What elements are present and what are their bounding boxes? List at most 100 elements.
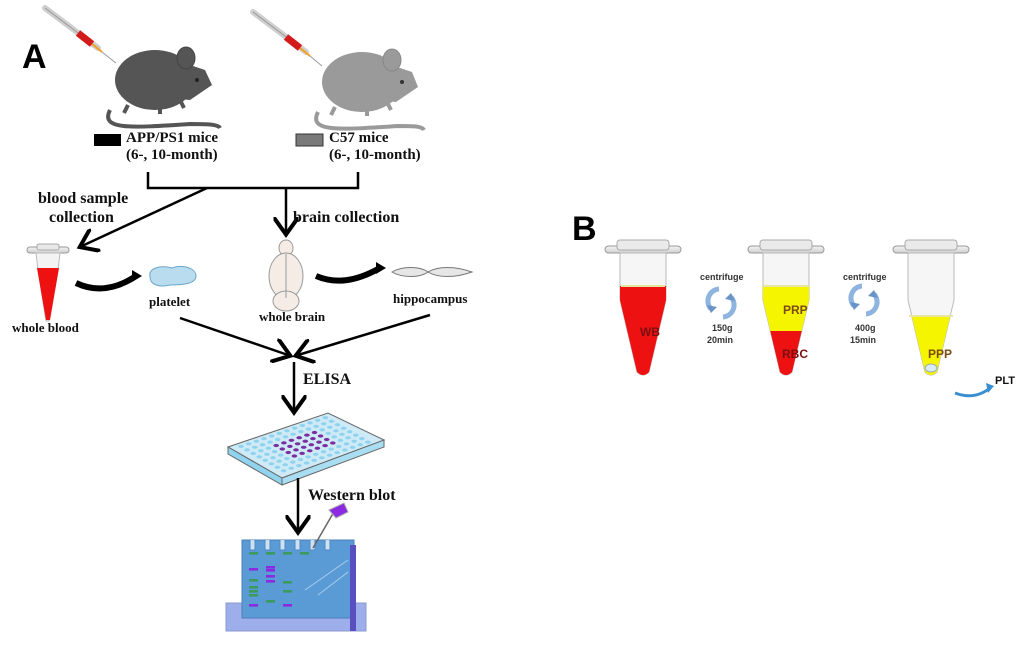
gel-band: [249, 568, 258, 571]
elisa-well-active: [281, 441, 287, 445]
elisa-well: [274, 465, 281, 469]
legend-swatch-app-ps1: [94, 134, 121, 146]
group-name-app-ps1: APP/PS1 mice: [126, 130, 219, 146]
tube-layer-ppp: PPP: [928, 347, 953, 361]
elisa-well: [331, 435, 338, 439]
centrifuge-icon: [705, 286, 737, 320]
panel-b-label: B: [572, 210, 597, 248]
elisa-plate-icon: [226, 412, 386, 486]
label-platelet: platelet: [149, 294, 191, 309]
elisa-well: [277, 453, 284, 457]
elisa-well-active: [291, 454, 298, 458]
step-blood-collection-line2: collection: [49, 209, 114, 226]
elisa-well-active: [316, 440, 322, 444]
elisa-well-active: [307, 449, 313, 453]
elisa-well-active: [308, 443, 315, 447]
centrifuge-label-1: centrifuge: [700, 272, 744, 282]
elisa-well-active: [273, 443, 280, 448]
step-brain-collection: brain collection: [293, 209, 400, 226]
gel-band: [283, 581, 292, 584]
brain-icon: [268, 239, 304, 312]
elisa-well: [262, 458, 269, 462]
elisa-well: [299, 423, 306, 428]
arrow-to-blood: [82, 186, 208, 246]
label-whole-brain: whole brain: [259, 309, 326, 324]
blood-tube-icon: [26, 243, 70, 322]
elisa-well: [311, 458, 318, 462]
elisa-well: [340, 426, 347, 430]
elisa-well-active: [288, 438, 295, 442]
elisa-well: [351, 439, 358, 443]
elisa-well: [282, 435, 289, 439]
elisa-well-active: [314, 446, 321, 450]
step-elisa: ELISA: [303, 371, 352, 388]
label-whole-blood: whole blood: [12, 320, 79, 335]
elisa-well: [290, 460, 296, 464]
elisa-well: [345, 436, 351, 440]
gel-band: [249, 604, 258, 607]
curved-arrow: [314, 265, 382, 284]
legend-swatch-c57: [295, 133, 324, 147]
elisa-well: [291, 426, 298, 430]
elisa-well: [250, 451, 256, 455]
syringe-icon: [42, 5, 117, 64]
gel-band: [266, 575, 275, 578]
plt-arrow: [954, 386, 991, 398]
elisa-well: [349, 445, 356, 449]
elisa-well: [284, 457, 290, 461]
elisa-well: [313, 424, 319, 428]
centrifuge-force-2: 400g: [855, 323, 876, 333]
elisa-well: [271, 450, 278, 454]
elisa-well: [296, 464, 302, 468]
elisa-well: [328, 419, 335, 423]
elisa-well: [346, 430, 353, 434]
gel-band: [249, 586, 258, 589]
centrifuge-time-2: 15min: [850, 335, 877, 345]
arrow-platelet-to-elisa: [179, 316, 288, 355]
centrifuge-icon: [848, 283, 880, 317]
elisa-well: [252, 445, 258, 449]
elisa-well: [342, 448, 348, 452]
gel-band: [266, 569, 275, 572]
elisa-well: [339, 432, 345, 436]
elisa-well-active: [294, 442, 301, 446]
elisa-well: [297, 457, 304, 462]
centrifuge-force-1: 150g: [712, 323, 733, 333]
gel-band: [266, 566, 275, 569]
tube-layer-prp: PRP: [783, 303, 808, 317]
elisa-well-active: [311, 430, 318, 435]
elisa-well-active: [299, 451, 305, 455]
elisa-well: [267, 440, 273, 444]
elisa-well: [288, 466, 295, 470]
elisa-well: [276, 431, 283, 435]
elisa-well: [320, 450, 327, 454]
elisa-well: [265, 446, 272, 450]
gel-band: [283, 604, 292, 607]
curved-arrow: [74, 273, 138, 292]
gel-band: [283, 552, 292, 555]
elisa-well: [258, 449, 264, 453]
arrow-hippo-to-elisa: [298, 313, 431, 355]
elisa-well-active: [323, 437, 330, 442]
elisa-well: [282, 463, 289, 467]
tube-layer-wb: WB: [640, 325, 660, 339]
elisa-well: [270, 456, 276, 460]
elisa-well: [284, 429, 290, 433]
elisa-well-active: [287, 444, 293, 448]
elisa-well-active: [300, 445, 307, 449]
elisa-well: [313, 452, 319, 456]
microcentrifuge-tube-icon: [604, 239, 682, 376]
elisa-well: [268, 434, 275, 438]
gel-band: [249, 579, 258, 582]
elisa-well-active: [302, 439, 309, 443]
elisa-well: [319, 456, 325, 460]
platelet-icon: [149, 265, 197, 287]
elisa-well: [305, 455, 312, 459]
elisa-well: [276, 459, 282, 463]
group-name-c57: C57 mice: [329, 130, 389, 146]
elisa-well-active: [304, 433, 310, 437]
elisa-well: [303, 461, 310, 465]
elisa-well-active: [285, 450, 292, 455]
elisa-well: [253, 439, 260, 443]
pellet-label-plt: PLT: [995, 375, 1015, 387]
